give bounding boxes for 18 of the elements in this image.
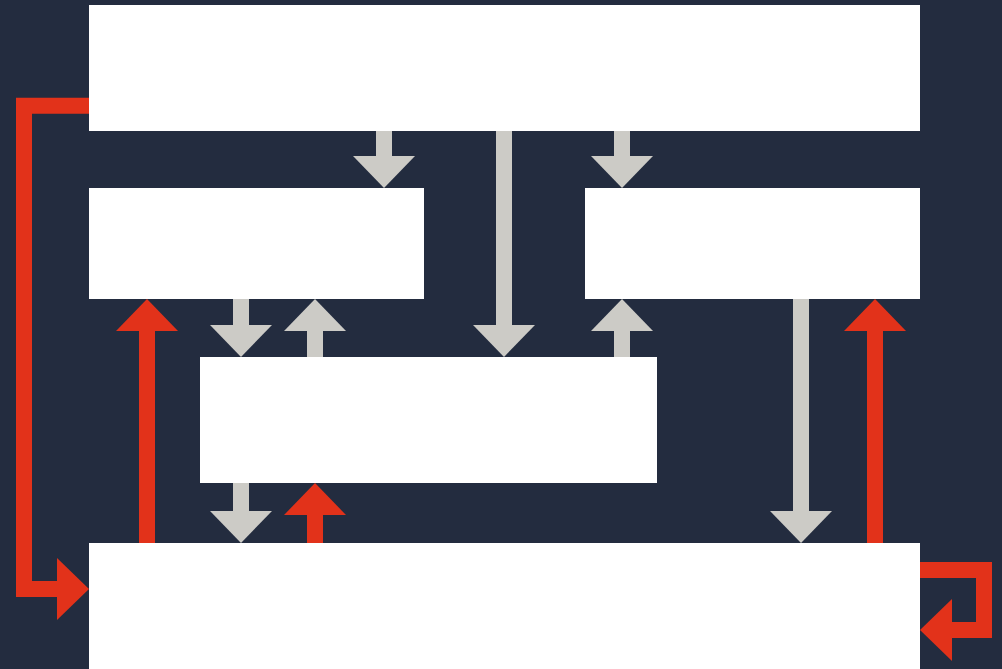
arrow (591, 131, 653, 188)
arrow (920, 562, 992, 661)
empty-box (89, 543, 920, 669)
empty-box (585, 188, 920, 299)
arrow (844, 299, 906, 543)
empty-box (89, 188, 424, 299)
arrow (473, 131, 535, 357)
arrow (284, 299, 346, 357)
arrow (353, 131, 415, 188)
arrow (16, 97, 89, 620)
arrow (284, 483, 346, 543)
arrow (116, 299, 178, 543)
arrow (591, 299, 653, 357)
arrow (770, 299, 832, 543)
empty-box (89, 5, 920, 131)
arrow (210, 483, 272, 543)
empty-box (200, 357, 657, 483)
arrow (210, 299, 272, 357)
